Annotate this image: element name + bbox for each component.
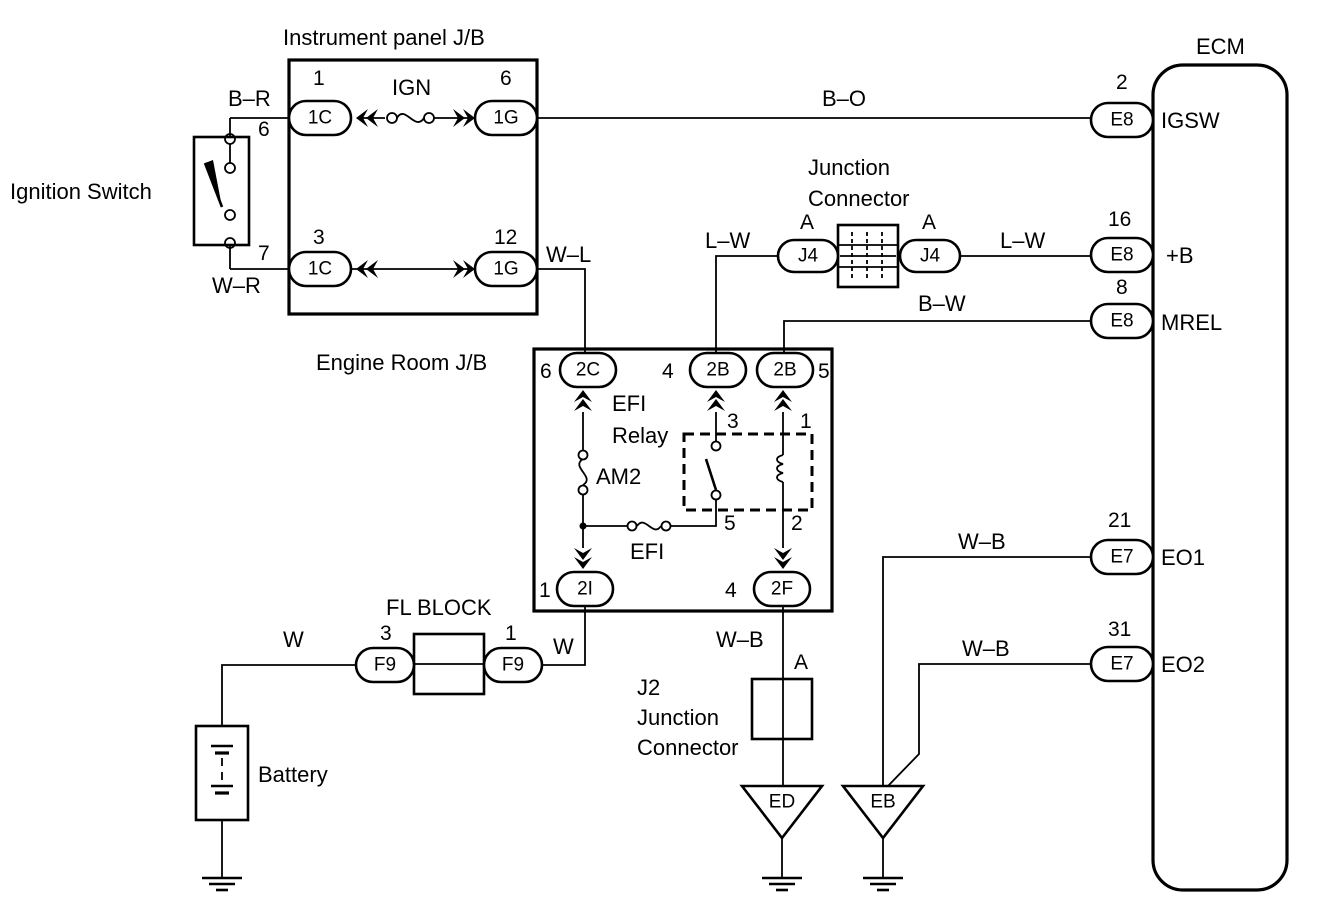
junction-connector-top: Junction Connector J4 A J4 A xyxy=(776,155,962,289)
instrument-panel-jb-label: Instrument panel J/B xyxy=(283,25,485,50)
j2-label-3: Connector xyxy=(637,735,739,760)
connector-1g-top-label: 1G xyxy=(493,108,518,129)
wire-w-b-eo1-label: W–B xyxy=(958,529,1006,554)
ignition-switch-label: Ignition Switch xyxy=(10,179,152,204)
ground-eb-label: EB xyxy=(870,792,895,813)
wire-w-b-eo2-label: W–B xyxy=(962,636,1010,661)
wire-w-l-label: W–L xyxy=(546,242,591,267)
pin-1g-bottom: 12 xyxy=(494,226,517,249)
pin-ecm-8: 8 xyxy=(1116,276,1128,299)
engine-room-jb: Engine Room J/B 2C 6 2B 4 2B 5 2I 1 2F 4… xyxy=(316,347,834,613)
wire-b-r: B–R xyxy=(228,86,271,111)
pin-j2-a: A xyxy=(794,651,808,674)
pin-f9-left: 3 xyxy=(380,622,392,645)
terminal-eo2: EO2 xyxy=(1161,652,1205,677)
j2-junction-connector: A W–B J2 Junction Connector xyxy=(637,606,814,786)
terminal-mrel: MREL xyxy=(1161,310,1222,335)
connector-e8-igsw xyxy=(1089,101,1155,139)
pin-2b-right: 5 xyxy=(818,360,830,383)
battery: Battery xyxy=(194,724,328,892)
wire-b-o: B–O xyxy=(537,86,1091,119)
terminal-igsw: IGSW xyxy=(1161,108,1220,133)
connector-1g-bottom-label: 1G xyxy=(493,259,518,280)
am2-fuse-label: AM2 xyxy=(596,464,641,489)
connector-e8-b xyxy=(1089,236,1155,274)
ground-ed-label: ED xyxy=(769,792,795,813)
connector-f9-left-label: F9 xyxy=(374,655,396,676)
pin-f9-right: 1 xyxy=(505,622,517,645)
pin-2i: 1 xyxy=(539,579,551,602)
wire-w-left-label: W xyxy=(283,627,304,652)
terminal-eo1: EO1 xyxy=(1161,545,1205,570)
engine-room-jb-label: Engine Room J/B xyxy=(316,350,487,375)
battery-label: Battery xyxy=(258,762,328,787)
connector-e8-igsw-label: E8 xyxy=(1110,110,1133,131)
relay-pin-2: 2 xyxy=(791,512,803,535)
wire-b-o-label: B–O xyxy=(822,86,866,111)
fl-block-label: FL BLOCK xyxy=(386,595,492,620)
relay-pin-3: 3 xyxy=(727,410,739,433)
connector-2i-label: 2I xyxy=(577,579,593,600)
connector-2c-label: 2C xyxy=(576,360,600,381)
pin-ign-7: 7 xyxy=(258,242,270,265)
pin-2f: 4 xyxy=(725,579,737,602)
relay-pin-5: 5 xyxy=(724,512,736,535)
efi-fuse-label: EFI xyxy=(630,539,664,564)
connector-2c xyxy=(558,351,618,389)
instrument-panel-jb: Instrument panel J/B IGN 1C 1 1G 6 1C 3 … xyxy=(283,25,539,316)
pin-j4-right: A xyxy=(922,211,936,234)
ignition-switch: Ignition Switch B–R 6 7 W–R xyxy=(10,86,289,298)
wire-w-r: W–R xyxy=(212,273,261,298)
j2-label-1: J2 xyxy=(637,675,660,700)
connector-j4-right-label: J4 xyxy=(920,246,941,267)
connector-e7-eo2-label: E7 xyxy=(1110,654,1133,675)
wire-l-w-left-label: L–W xyxy=(705,228,750,253)
ecm-label: ECM xyxy=(1196,34,1245,59)
pin-2c: 6 xyxy=(540,360,552,383)
connector-2b-left-label: 2B xyxy=(706,360,729,381)
connector-2b-left xyxy=(688,351,748,389)
fl-block: FL BLOCK F9 3 F9 1 W W xyxy=(221,595,586,726)
pin-1c-bottom: 3 xyxy=(313,226,325,249)
junction-connector-label-1: Junction xyxy=(808,155,890,180)
pin-1g-top: 6 xyxy=(500,67,512,90)
efi-relay-label-1: EFI xyxy=(612,391,646,416)
pin-ign-6: 6 xyxy=(258,118,270,141)
wire-w-l: W–L xyxy=(537,242,591,353)
connector-2b-right xyxy=(755,351,815,389)
pin-ecm-16: 16 xyxy=(1108,208,1131,231)
pin-ecm-2: 2 xyxy=(1116,71,1128,94)
pin-ecm-21: 21 xyxy=(1108,509,1131,532)
pin-j4-left: A xyxy=(800,211,814,234)
pin-ecm-31: 31 xyxy=(1108,618,1131,641)
wire-b-w-label: B–W xyxy=(918,291,966,316)
connector-2f-label: 2F xyxy=(771,579,793,600)
wire-w-b-j2-label: W–B xyxy=(716,627,764,652)
ground-ed: ED xyxy=(739,784,825,892)
connector-e8-mrel-label: E8 xyxy=(1110,311,1133,332)
terminal-b: +B xyxy=(1166,243,1194,268)
pin-2b-left: 4 xyxy=(662,360,674,383)
j2-label-2: Junction xyxy=(637,705,719,730)
ground-eb: W–B W–B EB xyxy=(840,529,1091,892)
wire-w-right-label: W xyxy=(553,634,574,659)
wire-l-w-right-label: L–W xyxy=(1000,228,1045,253)
connector-f9-right-label: F9 xyxy=(502,655,524,676)
connector-2f xyxy=(752,570,812,608)
connector-2b-right-label: 2B xyxy=(773,360,796,381)
relay-pin-1: 1 xyxy=(800,410,812,433)
ign-fuse-label: IGN xyxy=(392,75,431,100)
pin-1c-top: 1 xyxy=(313,67,325,90)
wire-l-w: L–W L–W xyxy=(705,228,1091,353)
connector-j4-left-label: J4 xyxy=(798,246,819,267)
connector-e7-eo1-label: E7 xyxy=(1110,547,1133,568)
efi-relay-label-2: Relay xyxy=(612,423,668,448)
connector-e8-b-label: E8 xyxy=(1110,245,1133,266)
ecm: ECM E8 2 IGSW E8 16 +B E8 8 MREL E7 21 E… xyxy=(1089,34,1289,892)
connector-1c-bottom-label: 1C xyxy=(308,259,332,280)
connector-1c-top-label: 1C xyxy=(308,108,332,129)
wire-b-w: B–W xyxy=(783,291,1091,353)
junction-connector-label-2: Connector xyxy=(808,186,910,211)
